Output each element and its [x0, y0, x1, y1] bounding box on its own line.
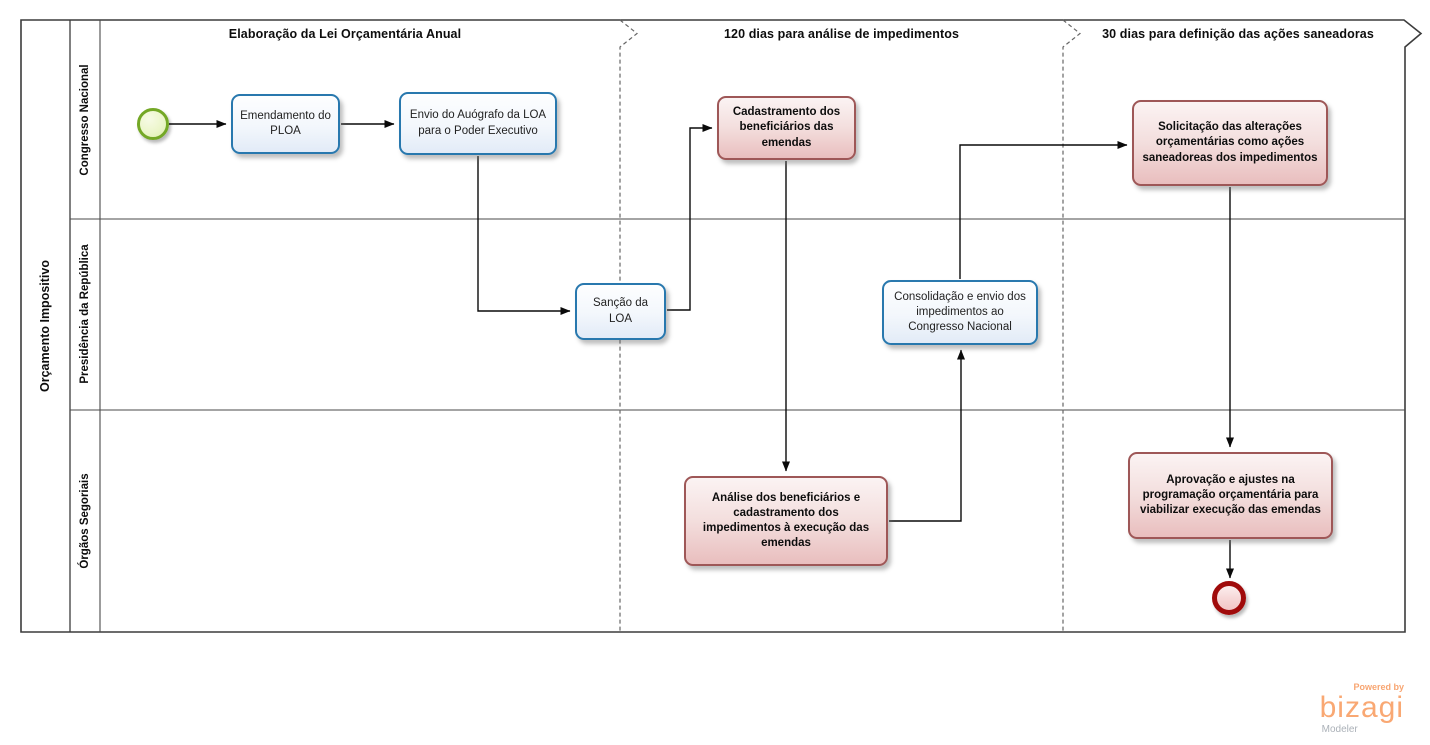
powered-by-text: Powered by [1353, 682, 1404, 692]
task-aprovacao-ajustes[interactable]: Aprovação e ajustes na programação orçam… [1128, 452, 1333, 539]
milestone-30-dias: 30 dias para definição das ações saneado… [1102, 27, 1374, 41]
flow-sancao-to-cadastramento[interactable] [667, 124, 713, 311]
start-event[interactable] [137, 108, 169, 140]
milestone-separator-2 [1062, 19, 1081, 632]
flow-consolidacao-to-solicitacao[interactable] [959, 141, 1128, 279]
pool-border [20, 19, 1423, 633]
end-event[interactable] [1212, 581, 1246, 615]
flow-analise-to-consolidacao[interactable] [889, 349, 965, 522]
task-envio-do-autografo[interactable]: Envio do Auógrafo da LOA para o Poder Ex… [399, 92, 557, 155]
task-emendamento-do-ploa[interactable]: Emendamento do PLOA [231, 94, 340, 154]
modeler-text: Modeler [1321, 724, 1358, 735]
bizagi-logo: Powered by bizagi Modeler [1320, 683, 1404, 735]
lane-label-congresso-nacional: Congresso Nacional [79, 64, 91, 176]
milestone-120-dias: 120 dias para análise de impedimentos [723, 27, 960, 41]
task-consolidacao-envio-impedimentos[interactable]: Consolidação e envio dos impedimentos ao… [882, 280, 1038, 345]
milestone-separator-1 [619, 19, 638, 632]
task-cadastramento-beneficiarios[interactable]: Cadastramento dos beneficiários das emen… [717, 96, 856, 160]
bizagi-wordmark: bizagi [1319, 691, 1404, 724]
lane-label-orgaos-segoriais: Órgãos Segoriais [79, 473, 91, 569]
lane-label-presidencia-da-republica: Presidência da República [79, 244, 91, 384]
pool-label: Orçamento Impositivo [38, 260, 52, 392]
milestone-elaboracao: Elaboração da Lei Orçamentária Anual [228, 27, 462, 41]
task-analise-beneficiarios[interactable]: Análise dos beneficiários e cadastrament… [684, 476, 888, 566]
task-solicitacao-alteracoes[interactable]: Solicitação das alterações orçamentárias… [1132, 100, 1328, 186]
task-sancao-da-loa[interactable]: Sanção da LOA [575, 283, 666, 340]
flow-envio-to-sancao[interactable] [477, 156, 571, 315]
